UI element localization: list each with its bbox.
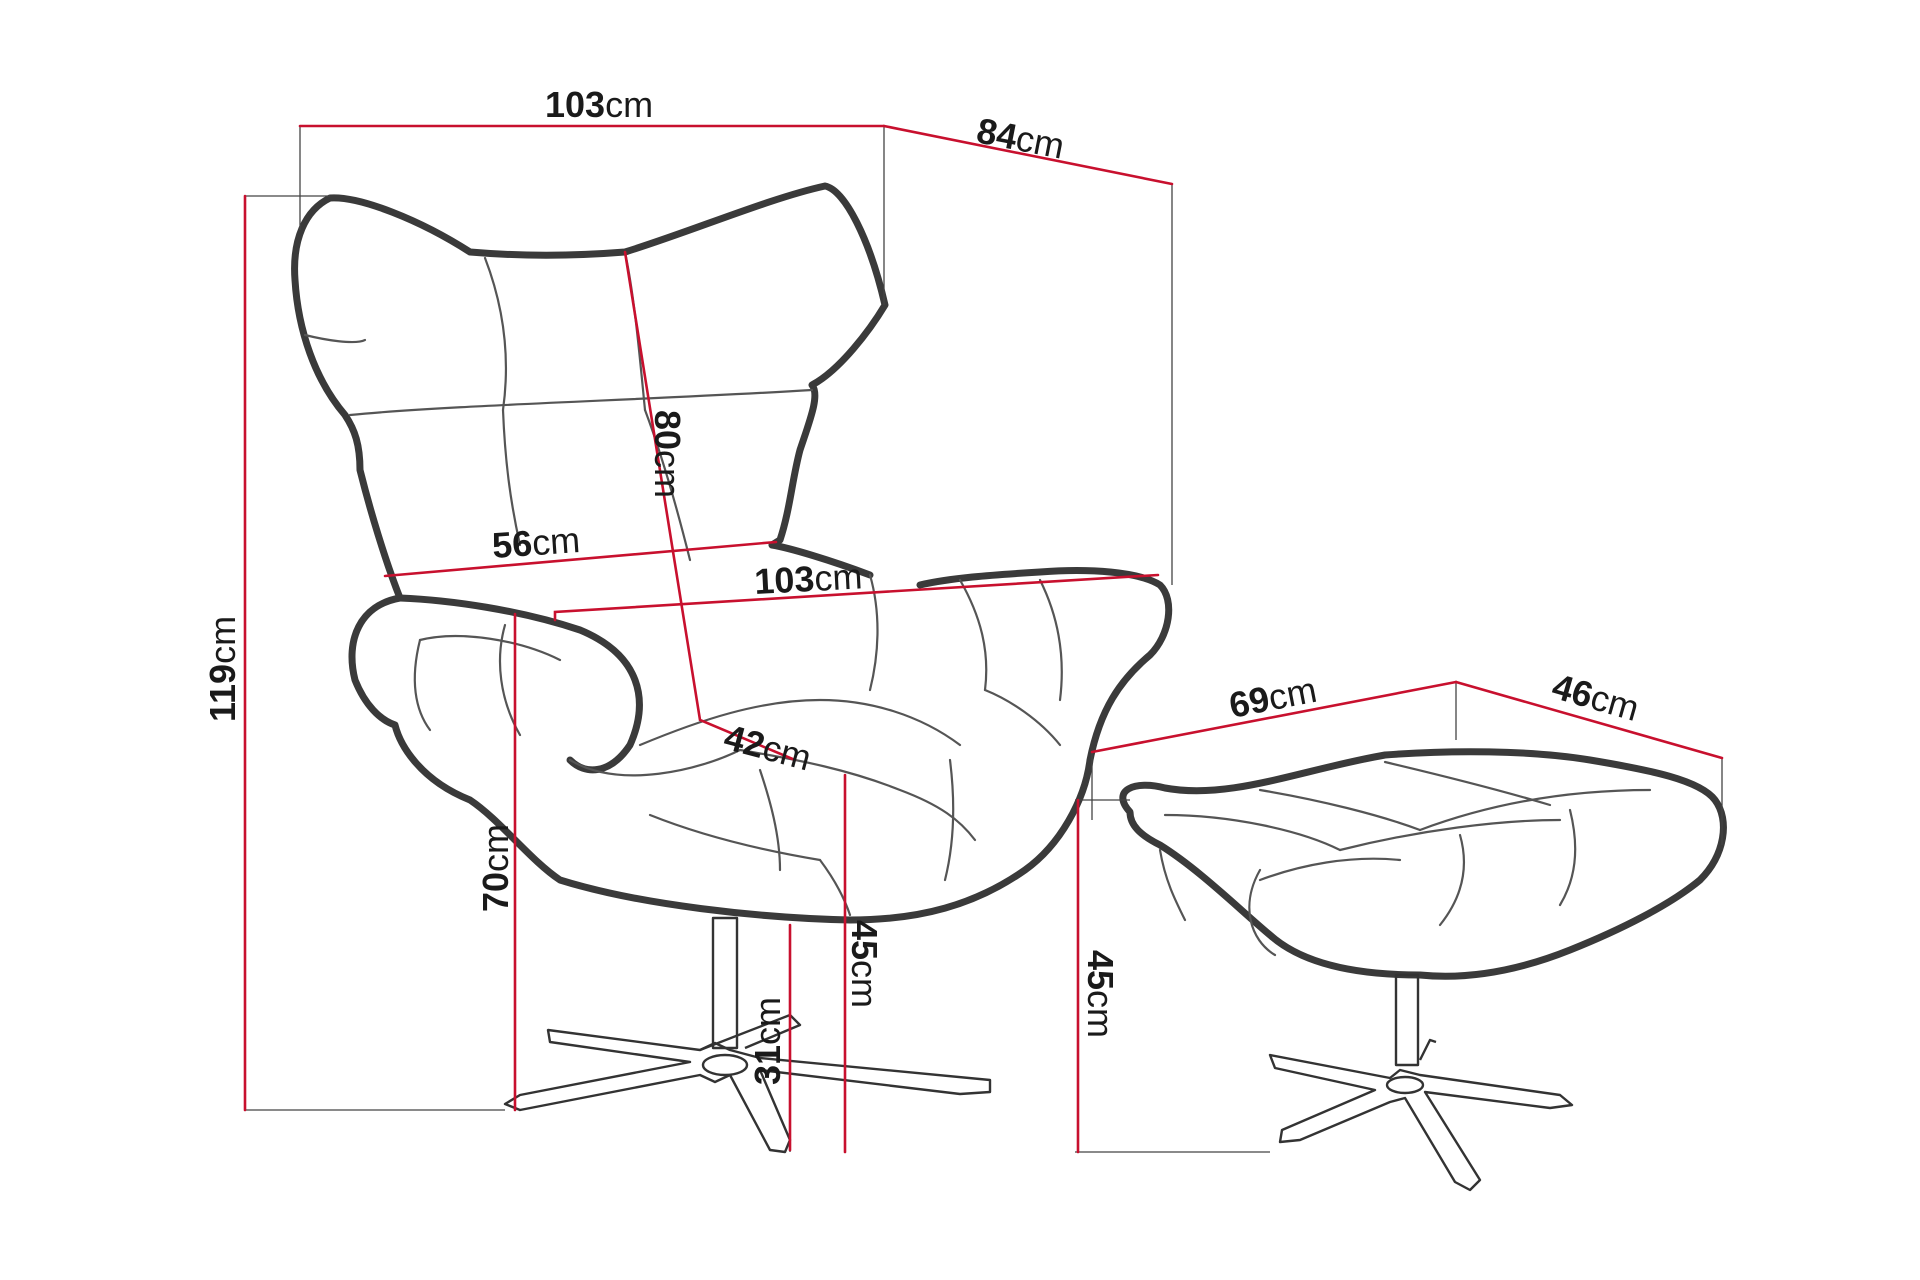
label-total-height: 119cm [202,616,243,722]
label-backrest-height: 80cm [647,410,688,498]
label-base-height: 31cm [747,997,788,1085]
label-seat-height: 45cm [844,920,885,1008]
armchair [291,182,1173,1154]
label-chair-depth-top: 84cm [973,110,1067,167]
dimension-labels: 103cm 84cm 80cm 56cm 103cm 119cm 42cm 70… [202,84,1644,1085]
label-armrest-height: 70cm [475,824,516,912]
armchair-backrest-edge [768,541,874,579]
armchair-seat-shell [348,567,1173,924]
label-ottoman-height: 45cm [1080,950,1121,1038]
label-chair-width-top: 103cm [545,84,653,125]
dim-line-ottoman-width [1090,680,1458,754]
dim-line-arm-width [553,573,1160,622]
ottoman-base [1268,973,1574,1192]
dim-line-backrest-width [383,540,778,578]
armchair-headrest [291,182,889,602]
dim-line-ottoman-depth [1454,680,1724,760]
label-ottoman-width: 69cm [1226,669,1320,726]
label-chair-width-arms: 103cm [753,555,863,602]
dim-line-backrest-height [623,250,797,762]
label-backrest-width: 56cm [491,519,582,566]
ottoman-cushion [1119,748,1727,980]
dim-line-chair-depth-top [882,124,1174,186]
label-seat-depth: 42cm [720,716,816,778]
dimension-lines [243,124,1724,1154]
label-ottoman-depth: 46cm [1548,665,1644,729]
ottoman [1119,748,1727,1192]
